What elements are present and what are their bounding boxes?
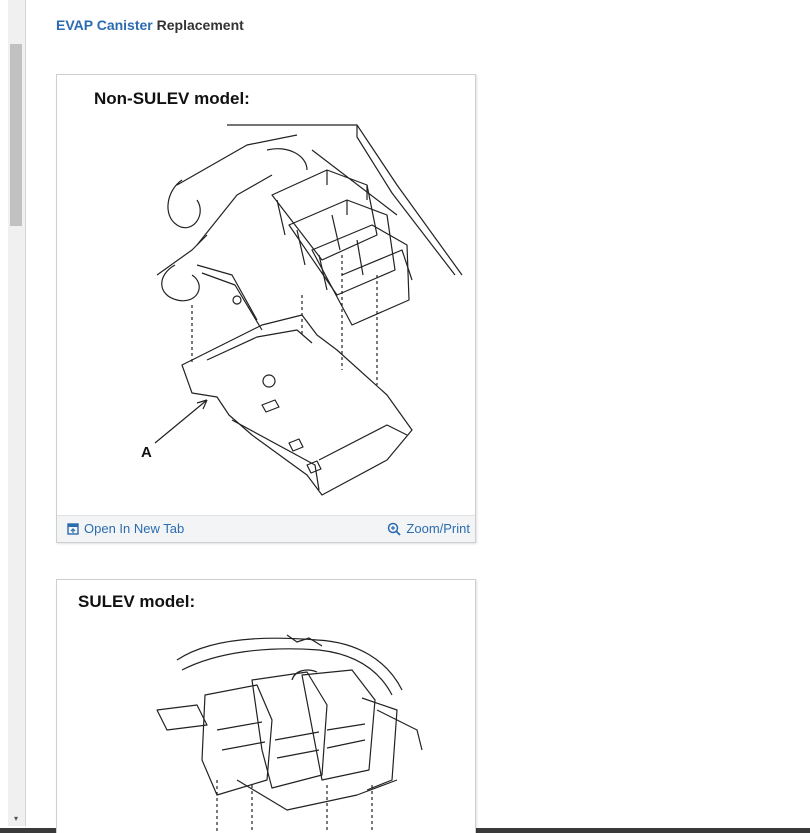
zoom-print-label: Zoom/Print (406, 521, 470, 536)
open-in-new-tab-label: Open In New Tab (84, 521, 185, 536)
figure-non-sulev: Non-SULEV model: (56, 74, 476, 543)
page-title: EVAP Canister Replacement (56, 16, 244, 34)
callout-label-a: A (141, 444, 152, 461)
open-in-new-tab-icon (67, 523, 79, 535)
figure-title: SULEV model: (78, 592, 196, 611)
figure-title: Non-SULEV model: (94, 89, 250, 108)
scroll-down-arrow-icon[interactable]: ▾ (13, 814, 18, 823)
open-in-new-tab-button[interactable]: Open In New Tab (67, 520, 184, 538)
zoom-icon (388, 522, 402, 536)
figure-toolbar: Open In New Tab Zoom/Print (57, 515, 475, 542)
scrollbar-thumb[interactable] (10, 44, 22, 226)
title-link[interactable]: EVAP Canister (56, 17, 153, 33)
title-text: Replacement (152, 17, 244, 33)
figure-sulev: SULEV model: (56, 579, 476, 833)
canister-diagram-sulev[interactable] (57, 580, 475, 833)
zoom-print-button[interactable]: Zoom/Print (387, 520, 470, 538)
canister-diagram-non-sulev[interactable]: A (57, 75, 475, 515)
